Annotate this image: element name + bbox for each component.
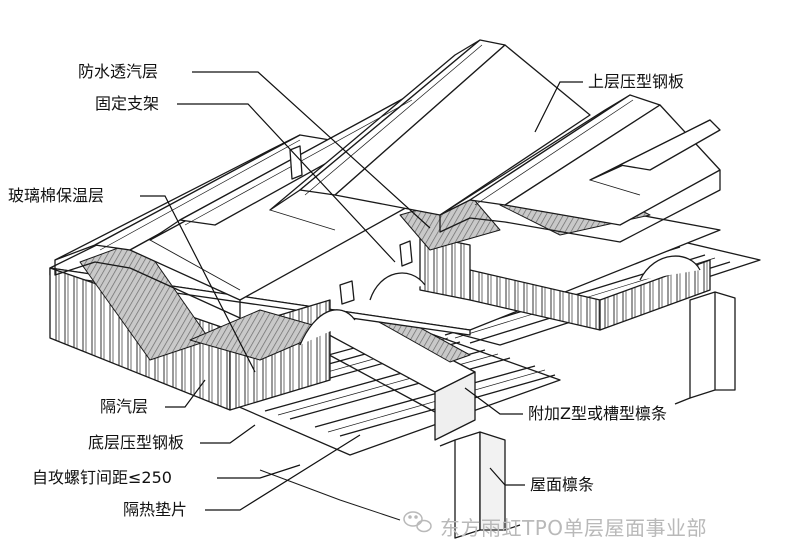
label-screw-spacing: 自攻螺钉间距≤250	[32, 468, 172, 487]
leader-glasswool	[140, 195, 256, 373]
leader-bracket	[177, 103, 396, 263]
leader-waterproof	[192, 71, 431, 229]
label-waterproof-breathable: 防水透汽层	[78, 62, 159, 81]
watermark-text: 东方雨虹TPO单层屋面事业部	[440, 516, 708, 540]
roof-purlin-shape	[439, 291, 736, 539]
leader-upper-sheet	[534, 81, 583, 133]
leader-lines	[140, 71, 583, 511]
leader-vapor	[165, 379, 206, 408]
leader-bottom-sheet	[200, 424, 256, 444]
drawing-group	[49, 39, 761, 539]
fixed-bracket-shape	[289, 145, 413, 305]
upper-steel-sheet-shape	[54, 39, 721, 319]
label-roof-purlin: 屋面檩条	[530, 475, 595, 494]
leader-pad	[205, 434, 361, 511]
label-extra-purlin: 附加Z型或槽型檩条	[528, 404, 667, 423]
leader-screw	[217, 464, 301, 479]
label-upper-steel-sheet: 上层压型钢板	[588, 72, 685, 91]
leader-roof-purlin	[489, 467, 525, 486]
label-fixed-bracket: 固定支架	[95, 94, 160, 113]
label-bottom-steel-sheet: 底层压型钢板	[88, 433, 185, 452]
label-thermal-pad: 隔热垫片	[123, 500, 188, 519]
label-vapor-barrier: 隔汽层	[100, 397, 149, 416]
leader-extra-purlin	[464, 387, 523, 415]
label-glass-wool: 玻璃棉保温层	[8, 186, 105, 205]
wechat-icon	[403, 511, 432, 533]
